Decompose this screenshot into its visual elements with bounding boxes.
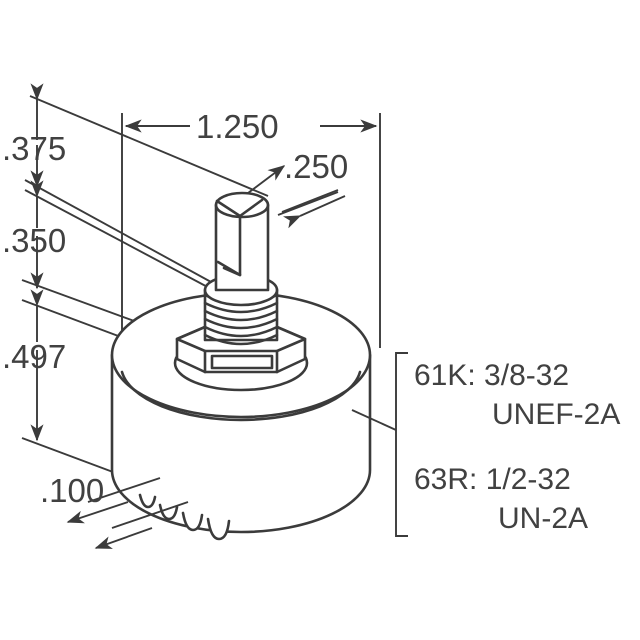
width-dimension-1250 [121,113,381,348]
thread-note-61k-line2: UNEF-2A [492,398,620,431]
shaft-diameter-leaders [243,165,346,229]
dimension-label-375: .375 [2,130,66,167]
thread-note-63r-line1: 63R: 1/2-32 [414,463,571,496]
terminal-pin [206,517,231,541]
terminal-pitch-dimension [66,477,189,549]
body-top-step-ring [120,370,362,422]
dimension-label-350: .350 [2,222,66,259]
dimension-label-100: .100 [40,472,104,509]
dimension-label-250: .250 [284,148,348,185]
bushing-threads [203,293,279,346]
terminal-pins [138,493,231,541]
terminal-pin [138,493,157,509]
hex-nut-edges [203,349,279,374]
shaft-flat-top-edge [238,198,264,218]
shaft-flat-bottom-edge [222,266,242,277]
shaft-top-face [214,191,270,219]
shaft-flat-face [215,199,242,277]
hex-nut-front-facet [210,354,274,370]
terminal-pin [158,503,179,521]
dimension-label-1250: 1.250 [196,108,279,145]
thread-note-61k-line1: 61K: 3/8-32 [414,359,569,392]
thread-note-bracket [351,352,408,537]
thread-note-63r-line2: UN-2A [498,502,588,535]
dimension-label-497: .497 [2,338,66,375]
switch-body-assembly [110,191,372,541]
terminal-pin [181,511,204,532]
